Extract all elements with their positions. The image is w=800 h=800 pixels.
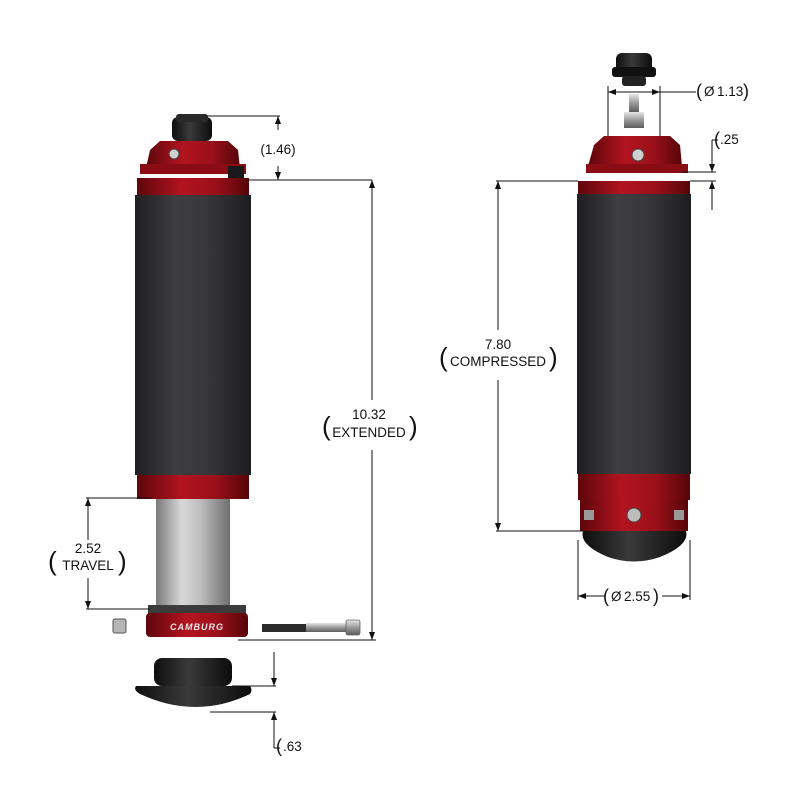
svg-text:(: ( bbox=[322, 411, 331, 441]
dim-compressed-value: 7.80 bbox=[485, 337, 511, 352]
left-top-mount bbox=[140, 141, 246, 180]
left-shaft bbox=[156, 499, 230, 607]
svg-text:): ) bbox=[653, 586, 659, 606]
diameter-symbol-2: Ø bbox=[611, 589, 622, 604]
svg-text:): ) bbox=[118, 546, 127, 576]
svg-text:(: ( bbox=[276, 736, 282, 756]
dim-extended-value: 10.32 bbox=[352, 407, 386, 422]
dim-extended: ( 10.32 EXTENDED ) bbox=[322, 407, 418, 441]
dimension-arrowheads bbox=[85, 89, 715, 720]
svg-text:(: ( bbox=[714, 129, 720, 149]
right-fitting-cap bbox=[612, 53, 656, 86]
dim-travel-value: 2.52 bbox=[75, 541, 101, 556]
svg-text:(: ( bbox=[439, 342, 448, 372]
svg-text:(: ( bbox=[603, 586, 609, 606]
right-top-collar bbox=[578, 181, 690, 195]
svg-text:): ) bbox=[549, 342, 558, 372]
dim-compressed: ( 7.80 COMPRESSED ) bbox=[439, 337, 558, 372]
right-shock-compressed bbox=[577, 53, 691, 562]
svg-text:(: ( bbox=[696, 81, 702, 101]
right-bottom-ring bbox=[578, 474, 690, 531]
left-top-cap bbox=[172, 114, 212, 141]
dim-travel: ( 2.52 TRAVEL ) bbox=[48, 541, 127, 576]
dim-body-dia: ( Ø 2.55 ) bbox=[603, 586, 659, 606]
dim-compressed-label: COMPRESSED bbox=[450, 354, 546, 369]
dim-body-dia-value: 2.55 bbox=[624, 589, 650, 604]
dim-top-cap: ( .25 bbox=[714, 129, 739, 149]
left-bolt bbox=[262, 619, 361, 636]
svg-text:): ) bbox=[409, 411, 418, 441]
diameter-symbol-1: Ø bbox=[704, 84, 715, 99]
left-body bbox=[135, 195, 251, 475]
left-top-collar bbox=[137, 178, 249, 196]
right-bump-cup bbox=[582, 531, 687, 562]
right-top-mount bbox=[586, 136, 688, 173]
right-body bbox=[577, 194, 691, 474]
dim-top-cap-value: .25 bbox=[720, 132, 739, 147]
svg-text:(: ( bbox=[48, 546, 57, 576]
left-bottom-ring bbox=[137, 475, 249, 499]
dim-fitting-dia: ( Ø 1.13 ) bbox=[696, 81, 749, 101]
brand-logo: CAMBURG bbox=[170, 622, 224, 632]
left-nut bbox=[112, 618, 127, 634]
left-bump-cup bbox=[135, 658, 252, 707]
dim-cup-height-value: .63 bbox=[283, 739, 302, 754]
left-shock-extended: CAMBURG bbox=[112, 114, 361, 707]
dim-bump-stop-top: (1.46) bbox=[260, 142, 295, 157]
svg-text:): ) bbox=[743, 81, 749, 101]
dim-fitting-dia-value: 1.13 bbox=[717, 84, 743, 99]
dim-cup-height: ( .63 bbox=[276, 736, 302, 756]
left-lower-ring: CAMBURG bbox=[146, 605, 248, 637]
right-fitting-valve bbox=[624, 94, 644, 128]
dim-travel-label: TRAVEL bbox=[62, 558, 114, 573]
dim-extended-label: EXTENDED bbox=[332, 425, 406, 440]
